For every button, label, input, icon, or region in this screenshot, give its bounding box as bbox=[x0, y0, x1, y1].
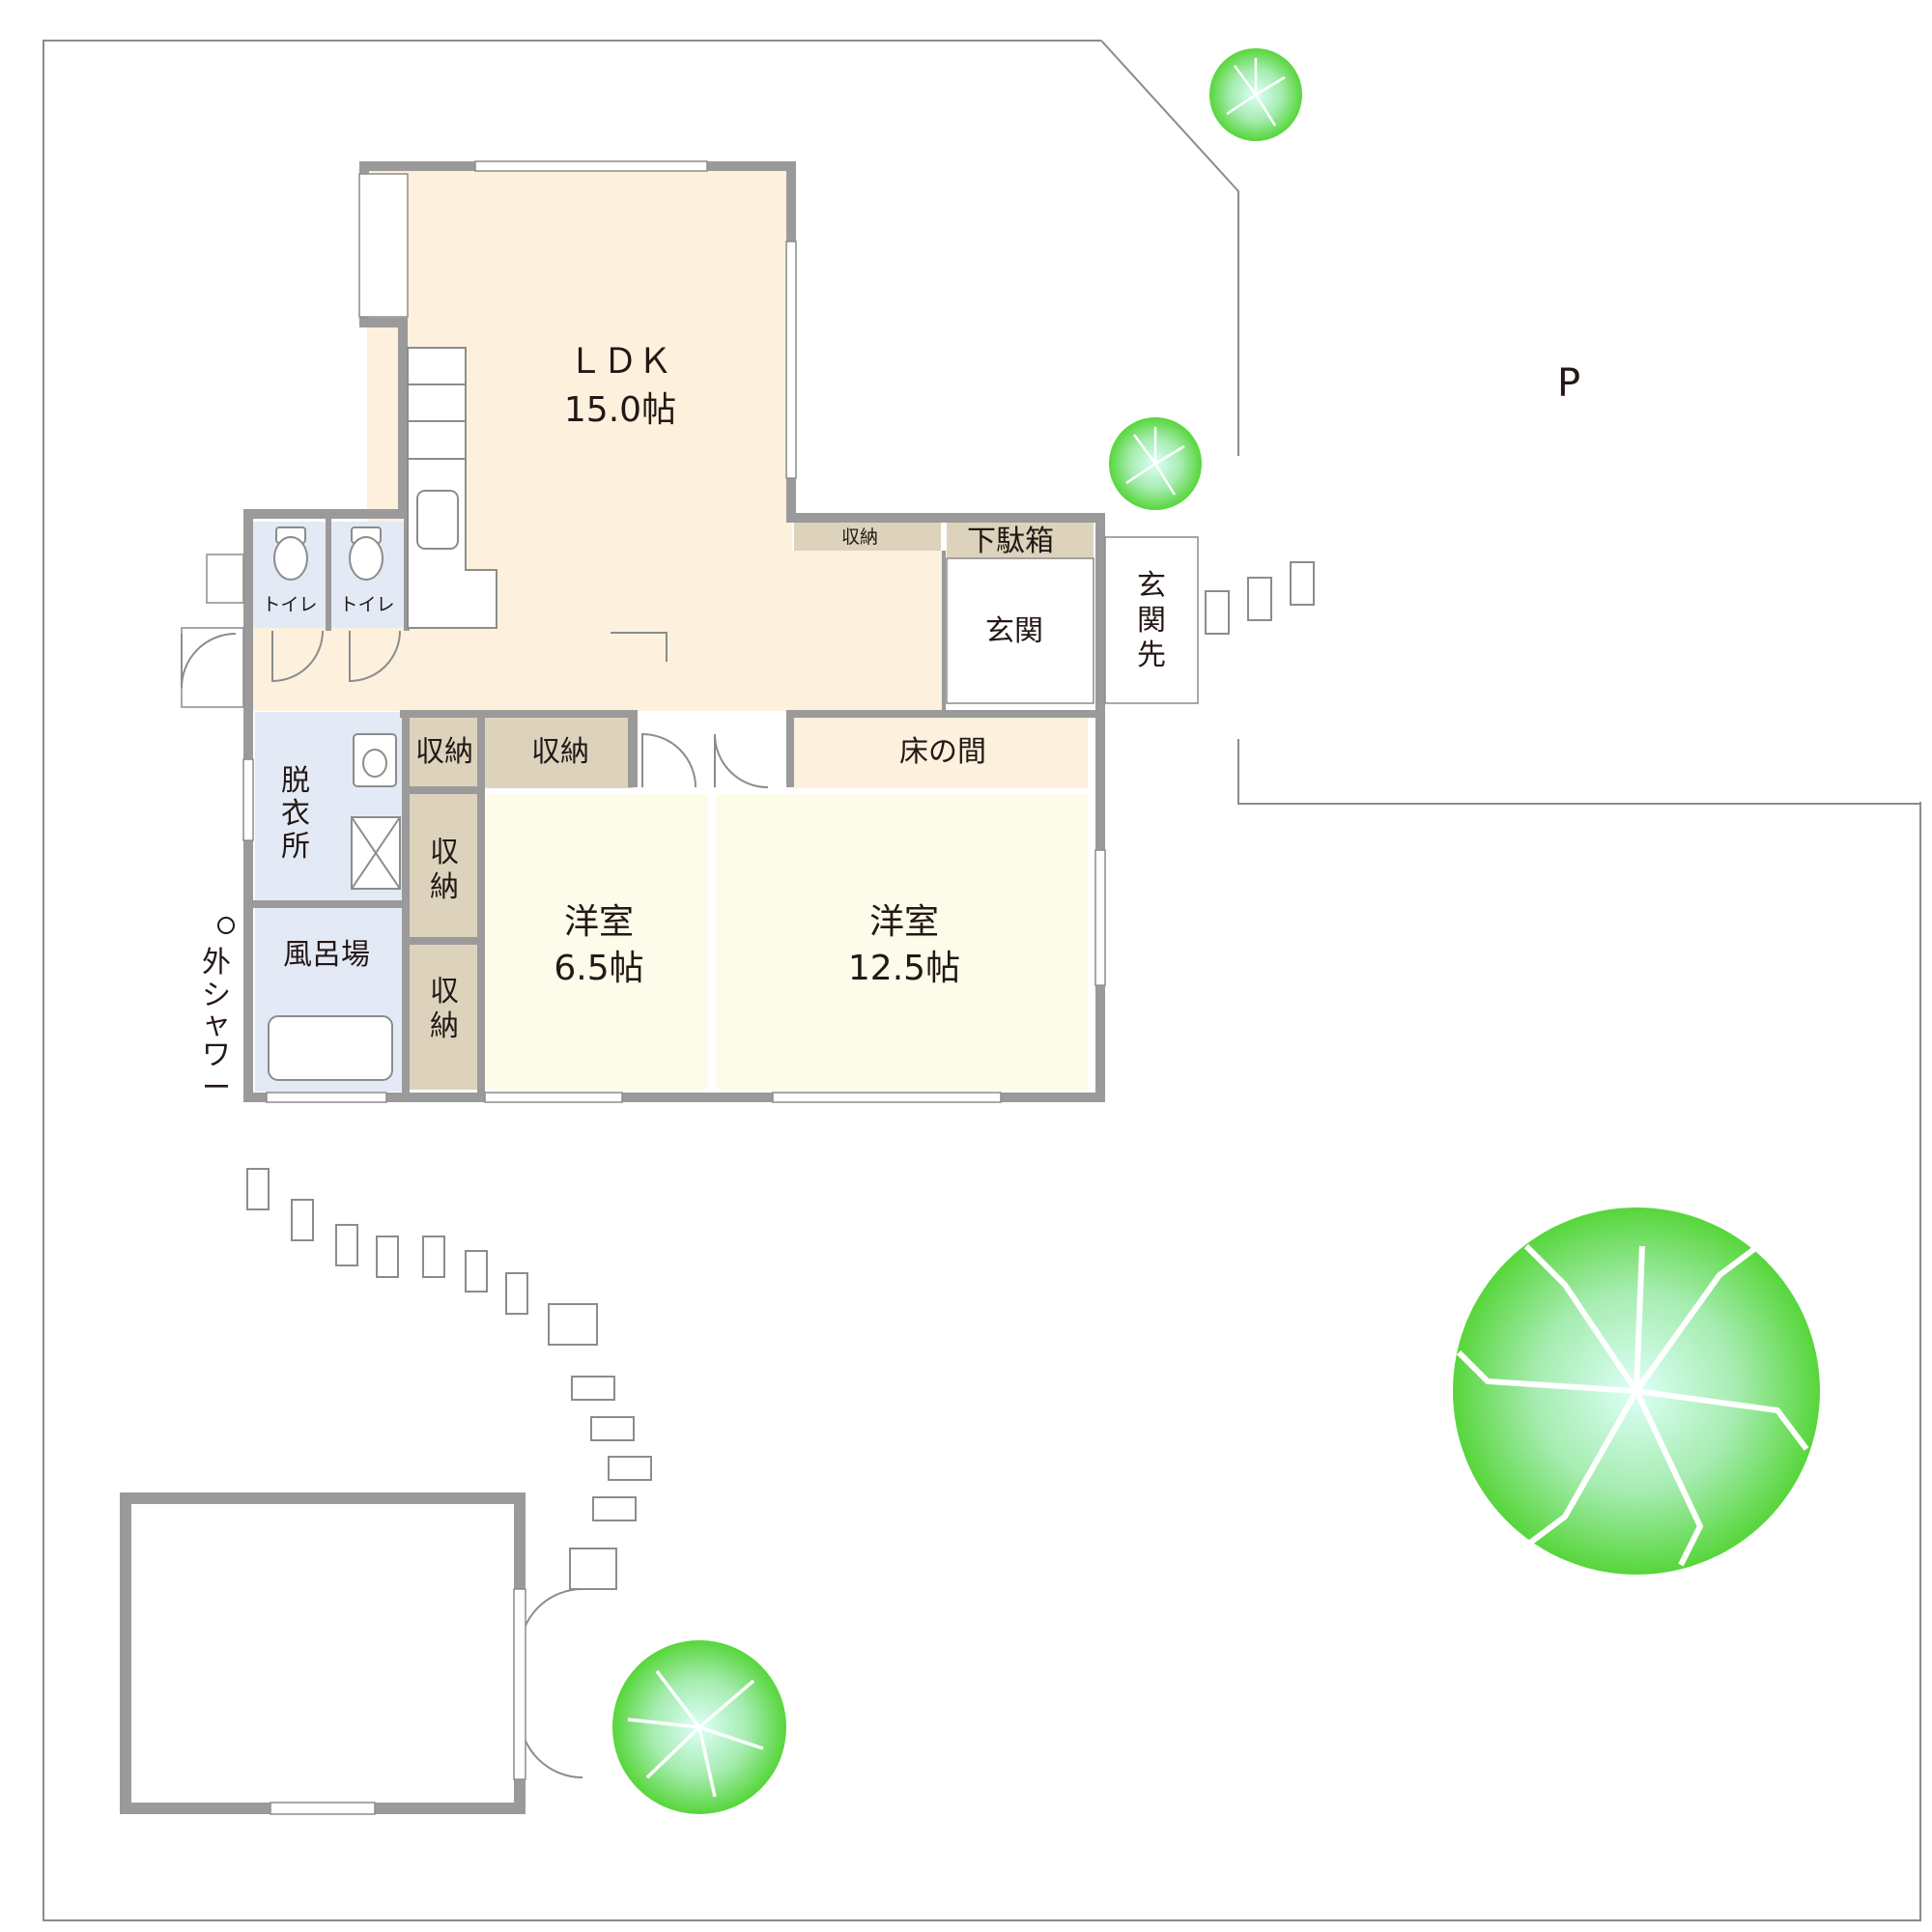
room-2-name: 洋室 bbox=[869, 902, 939, 942]
stepping-stones bbox=[246, 561, 1315, 1590]
shed-walls bbox=[120, 1492, 526, 1814]
outdoor-shower-label-3: ャ bbox=[202, 1008, 231, 1041]
ldk-size: 15.0帖 bbox=[564, 390, 676, 430]
genkan-saki-label-3: 先 bbox=[1137, 639, 1166, 672]
room-1-size: 6.5帖 bbox=[554, 949, 643, 988]
windows bbox=[242, 160, 1106, 1103]
shoe-box-label: 下駄箱 bbox=[967, 525, 1054, 558]
toilet-fixtures bbox=[273, 526, 384, 581]
bathroom-label: 風呂場 bbox=[283, 938, 370, 972]
room-2-size: 12.5帖 bbox=[848, 949, 960, 988]
storage-side-2-label-1: 収 bbox=[430, 975, 459, 1009]
side-entrance-step bbox=[181, 627, 244, 708]
toilet-1-label: トイレ bbox=[262, 594, 317, 615]
genkan-floor bbox=[946, 557, 1094, 704]
dressing-label-2: 衣 bbox=[281, 797, 310, 831]
shed-door-frame bbox=[513, 1588, 526, 1780]
tree-shed bbox=[612, 1640, 786, 1814]
toilet-2-label: トイレ bbox=[339, 594, 394, 615]
tokonoma-floor bbox=[794, 715, 1088, 788]
outdoor-sink bbox=[206, 554, 244, 604]
ldk-name: ＬＤＫ bbox=[568, 342, 672, 382]
dressing-label-1: 脱 bbox=[281, 764, 310, 798]
room-1-floor bbox=[485, 794, 708, 1090]
storage-side-2-label-2: 納 bbox=[430, 1009, 459, 1043]
room-2-floor bbox=[716, 794, 1088, 1090]
outdoor-shower-icon bbox=[217, 917, 235, 934]
parking-boundary bbox=[1237, 739, 1920, 805]
storage-side-2-floor bbox=[410, 945, 479, 1090]
storage-side-1-label-1: 収 bbox=[430, 836, 459, 869]
lot-boundary-corner bbox=[1100, 40, 1239, 456]
room-1-name: 洋室 bbox=[564, 902, 634, 942]
hallway-floor-2 bbox=[792, 551, 947, 715]
bathtub bbox=[268, 1015, 393, 1081]
storage-side-1-label-2: 納 bbox=[430, 870, 459, 904]
genkan-saki-label-1: 玄 bbox=[1137, 569, 1166, 603]
outdoor-shower-label-2: シ bbox=[202, 979, 231, 1012]
parking-label: P bbox=[1557, 361, 1580, 406]
storage-small-label: 収納 bbox=[415, 735, 473, 769]
storage-mid-floor bbox=[485, 715, 633, 788]
genkan-saki-label-2: 関 bbox=[1137, 604, 1166, 638]
tree-top bbox=[1209, 48, 1302, 141]
tokonoma-label: 床の間 bbox=[899, 735, 986, 769]
storage-side-1-floor bbox=[410, 794, 479, 937]
storage-top-label: 収納 bbox=[841, 526, 878, 548]
outdoor-shower-label-5: ー bbox=[202, 1071, 231, 1105]
shoe-box-floor bbox=[947, 522, 1094, 558]
storage-mid-label: 収納 bbox=[531, 735, 589, 769]
outdoor-shower-label-4: ワ bbox=[202, 1038, 231, 1072]
tree-large bbox=[1453, 1208, 1820, 1575]
outdoor-shower-label-1: 外 bbox=[202, 946, 231, 980]
storage-small-floor bbox=[410, 715, 479, 788]
genkan-saki-floor bbox=[1104, 536, 1199, 704]
storage-top-floor bbox=[794, 522, 941, 551]
genkan-label: 玄関 bbox=[985, 614, 1043, 648]
lot-boundary bbox=[43, 40, 1921, 1921]
kitchen-counter bbox=[407, 347, 497, 629]
shed-window bbox=[270, 1802, 376, 1815]
tree-middle bbox=[1109, 417, 1202, 510]
dressing-label-3: 所 bbox=[281, 830, 310, 864]
washroom-fixtures bbox=[351, 733, 401, 890]
